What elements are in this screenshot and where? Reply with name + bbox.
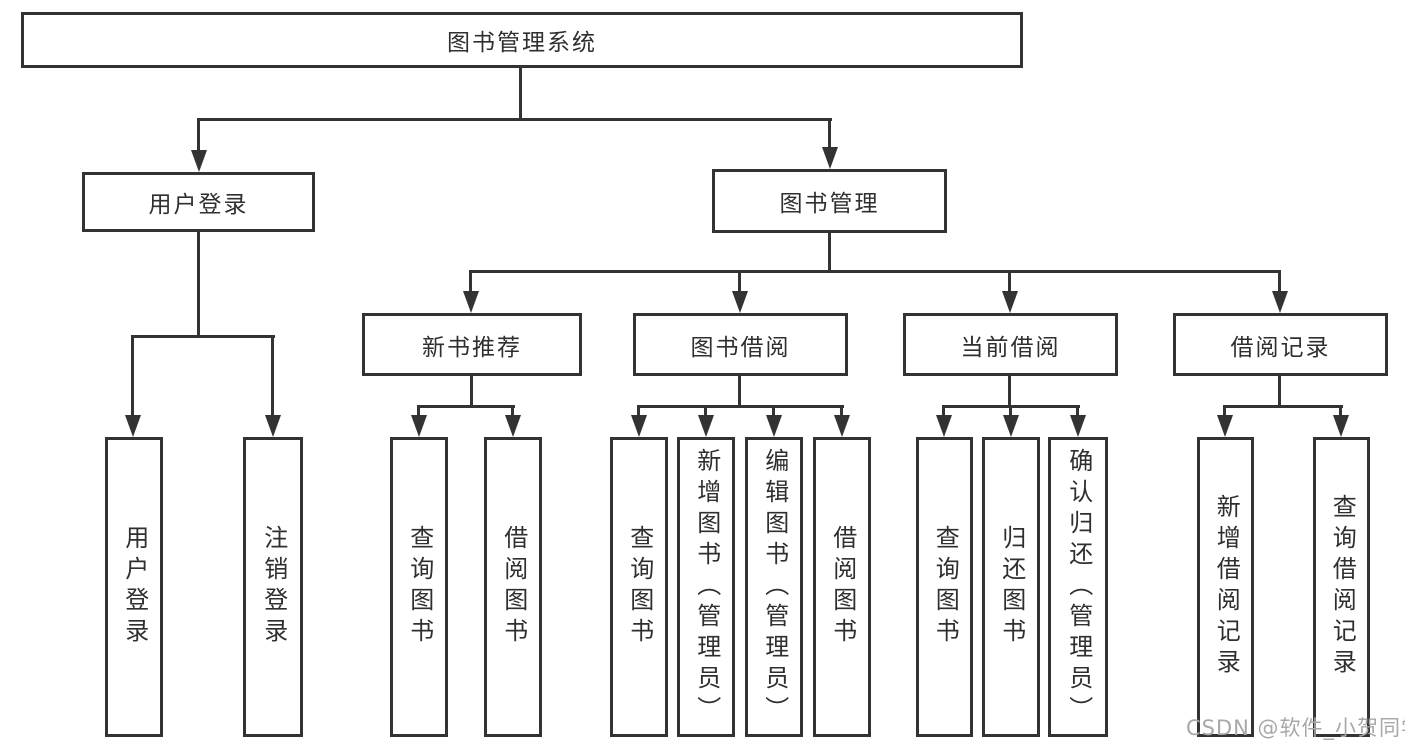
leaf-edit-book-admin: 编辑图书（管理员） xyxy=(745,437,803,737)
node-current-borrow: 当前借阅 xyxy=(903,313,1118,376)
arrowhead-down-icon xyxy=(936,415,952,437)
connector-records-stem xyxy=(1278,376,1281,408)
node-book-borrow: 图书借阅 xyxy=(633,313,848,376)
node-book-mgmt-label: 图书管理 xyxy=(779,191,880,217)
leaf-borrow-books-recommend-label: 借阅图书 xyxy=(499,525,528,649)
leaf-return-book-label: 归还图书 xyxy=(997,525,1026,649)
connector-drop xyxy=(511,405,514,419)
connector-drop xyxy=(131,335,134,417)
node-book-borrow-label: 图书借阅 xyxy=(690,334,791,361)
arrowhead-down-icon xyxy=(463,291,479,313)
leaf-query-books-recommend-label: 查询图书 xyxy=(405,525,434,649)
node-borrow-records-label: 借阅记录 xyxy=(1230,334,1331,361)
connector-drop xyxy=(704,405,707,419)
connector-drop xyxy=(738,270,741,293)
leaf-borrow-books-recommend: 借阅图书 xyxy=(484,437,542,737)
leaf-query-books-recommend: 查询图书 xyxy=(390,437,448,737)
leaf-add-book-admin-label: 新增图书（管理员） xyxy=(692,447,721,727)
leaf-borrow-books-borrow-label: 借阅图书 xyxy=(828,525,857,649)
arrowhead-down-icon xyxy=(698,415,714,437)
leaf-user-login: 用户登录 xyxy=(105,437,163,737)
leaf-user-login-label: 用户登录 xyxy=(120,525,149,649)
leaf-query-books-current-label: 查询图书 xyxy=(931,525,960,649)
connector-level2-bar xyxy=(470,270,1281,273)
arrowhead-down-icon xyxy=(1217,415,1233,437)
leaf-logout-label: 注销登录 xyxy=(259,525,288,649)
node-new-book-recommend: 新书推荐 xyxy=(362,313,582,376)
leaf-add-book-admin: 新增图书（管理员） xyxy=(677,437,735,737)
arrowhead-down-icon xyxy=(125,415,141,437)
connector-mgmt-stem xyxy=(828,233,831,273)
node-root-label: 图书管理系统 xyxy=(447,30,597,56)
leaf-confirm-return-admin-label: 确认归还（管理员） xyxy=(1064,447,1093,727)
connector-borrow-stem xyxy=(738,376,741,408)
leaf-return-book: 归还图书 xyxy=(982,437,1040,737)
connector-drop xyxy=(1009,405,1012,419)
arrowhead-down-icon xyxy=(265,415,281,437)
connector-drop xyxy=(772,405,775,419)
arrowhead-down-icon xyxy=(631,415,647,437)
leaf-borrow-books-borrow: 借阅图书 xyxy=(813,437,871,737)
leaf-add-borrow-record: 新增借阅记录 xyxy=(1197,437,1254,737)
arrowhead-down-icon xyxy=(411,415,427,437)
leaf-query-borrow-record-label: 查询借阅记录 xyxy=(1328,494,1357,680)
connector-drop xyxy=(1076,405,1079,419)
node-current-borrow-label: 当前借阅 xyxy=(960,334,1061,361)
connector-drop xyxy=(469,270,472,293)
arrowhead-down-icon xyxy=(1333,415,1349,437)
leaf-query-books-borrow-label: 查询图书 xyxy=(625,525,654,649)
leaf-add-borrow-record-label: 新增借阅记录 xyxy=(1212,494,1241,680)
connector-drop xyxy=(1008,270,1011,293)
connector-borrow-bar xyxy=(637,405,844,408)
arrowhead-down-icon xyxy=(822,147,838,169)
connector-recommend-stem xyxy=(470,376,473,408)
connector-drop xyxy=(637,405,640,419)
connector-current-stem xyxy=(1008,376,1011,408)
connector-drop xyxy=(840,405,843,419)
connector-drop xyxy=(1278,270,1281,293)
connector-records-bar xyxy=(1224,405,1343,408)
connector-drop xyxy=(417,405,420,419)
connector-drop xyxy=(271,335,274,417)
leaf-query-books-borrow: 查询图书 xyxy=(610,437,668,737)
csdn-watermark: CSDN @软件_小贺同学 xyxy=(1186,716,1405,740)
arrowhead-down-icon xyxy=(834,415,850,437)
leaf-edit-book-admin-label: 编辑图书（管理员） xyxy=(760,447,789,727)
node-book-mgmt: 图书管理 xyxy=(712,169,947,233)
connector-level1-bar xyxy=(198,118,832,121)
arrowhead-down-icon xyxy=(732,291,748,313)
leaf-query-books-current: 查询图书 xyxy=(916,437,973,737)
node-borrow-records: 借阅记录 xyxy=(1173,313,1388,376)
connector-root-stem xyxy=(519,68,522,121)
arrowhead-down-icon xyxy=(505,415,521,437)
connector-login-stem xyxy=(197,232,200,338)
connector-drop xyxy=(1223,405,1226,419)
arrowhead-down-icon xyxy=(191,150,207,172)
arrowhead-down-icon xyxy=(766,415,782,437)
connector-login-bar xyxy=(132,335,275,338)
arrowhead-down-icon xyxy=(1003,415,1019,437)
node-user-login: 用户登录 xyxy=(82,172,315,232)
leaf-confirm-return-admin: 确认归还（管理员） xyxy=(1048,437,1108,737)
arrowhead-down-icon xyxy=(1272,291,1288,313)
connector-recommend-bar xyxy=(417,405,515,408)
arrowhead-down-icon xyxy=(1002,291,1018,313)
arrowhead-down-icon xyxy=(1070,415,1086,437)
node-new-book-recommend-label: 新书推荐 xyxy=(422,334,522,361)
leaf-logout: 注销登录 xyxy=(243,437,303,737)
connector-drop xyxy=(1339,405,1342,419)
connector-drop xyxy=(942,405,945,419)
connector-drop xyxy=(197,118,200,152)
leaf-query-borrow-record: 查询借阅记录 xyxy=(1313,437,1370,737)
node-root: 图书管理系统 xyxy=(21,12,1023,68)
connector-drop xyxy=(828,118,831,149)
node-user-login-label: 用户登录 xyxy=(148,192,249,218)
